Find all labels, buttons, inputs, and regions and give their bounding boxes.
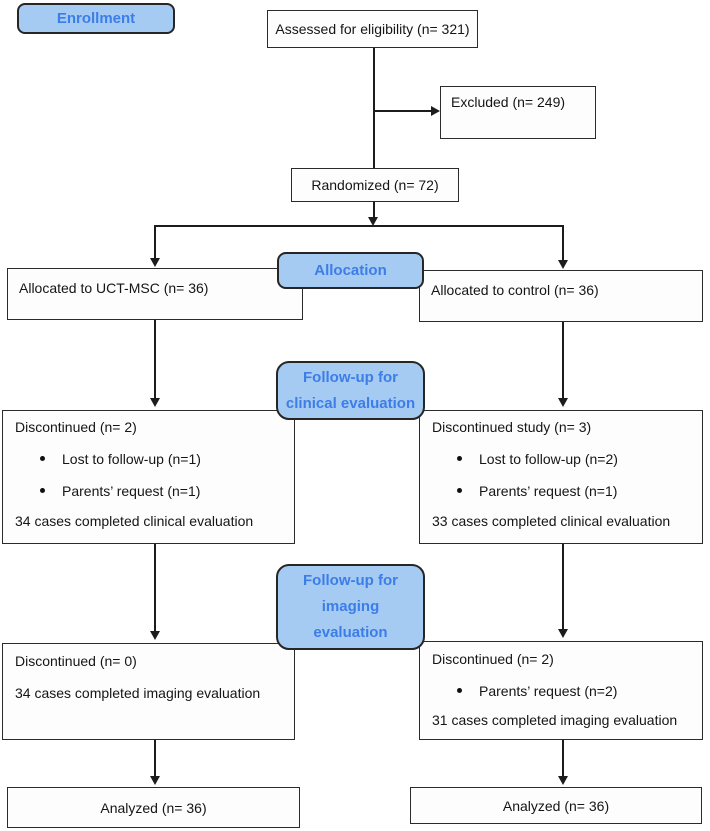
list-item: Parents’ request (n=1) <box>3 483 294 499</box>
clinical-control-bullet-1: Lost to follow-up (n=2) <box>479 451 618 467</box>
excluded-label: Excluded (n= 249) <box>451 94 566 110</box>
clinical-uct-msc-title: Discontinued (n= 2) <box>15 419 137 435</box>
randomized-box: Randomized (n= 72) <box>291 168 459 202</box>
analyzed-uct-msc-label: Analyzed (n= 36) <box>100 799 207 816</box>
stage-followup-imaging-line3: evaluation <box>313 624 388 641</box>
excluded-box: Excluded (n= 249) <box>440 86 596 139</box>
stage-followup-clinical-line2: clinical evaluation <box>285 394 416 412</box>
line-to-excluded <box>374 110 433 112</box>
arrowhead-imaging-right <box>558 629 568 638</box>
arrowhead-analyzed-right <box>558 776 568 785</box>
stage-followup-clinical-line1: Follow-up for <box>303 368 398 386</box>
line-branch-right <box>562 226 564 261</box>
allocated-uct-msc-label: Allocated to UCT-MSC (n= 36) <box>19 280 209 296</box>
line-clinical-to-imaging-right <box>562 544 564 630</box>
list-item: Lost to follow-up (n=2) <box>420 451 702 467</box>
assessed-label: Assessed for eligibility (n= 321) <box>275 21 470 37</box>
arrowhead-allocated-right <box>558 260 568 269</box>
clinical-uct-msc-footer: 34 cases completed clinical evaluation <box>15 513 254 529</box>
randomized-label: Randomized (n= 72) <box>311 177 439 193</box>
stage-enrollment: Enrollment <box>17 3 175 34</box>
bullet-icon <box>457 488 462 493</box>
clinical-control-footer: 33 cases completed clinical evaluation <box>432 513 671 529</box>
stage-followup-imaging-line1: Follow-up for <box>303 572 398 589</box>
assessed-box: Assessed for eligibility (n= 321) <box>267 10 478 48</box>
allocated-uct-msc-box: Allocated to UCT-MSC (n= 36) <box>7 268 303 320</box>
arrowhead-imaging-left <box>150 631 160 640</box>
arrowhead-allocated-left <box>150 258 160 267</box>
arrowhead-branch <box>368 217 378 226</box>
line-assessed-to-randomized <box>373 48 375 168</box>
line-randomized-down <box>373 202 375 218</box>
analyzed-control-box: Analyzed (n= 36) <box>410 787 702 824</box>
clinical-control-box: Discontinued study (n= 3) Lost to follow… <box>419 410 703 544</box>
line-allocated-to-clinical-right <box>562 322 564 399</box>
arrowhead-excluded <box>431 106 440 116</box>
arrowhead-analyzed-left <box>150 776 160 785</box>
list-item: Lost to follow-up (n=1) <box>3 451 294 467</box>
imaging-uct-msc-title: Discontinued (n= 0) <box>15 653 137 669</box>
list-item: Parents’ request (n=2) <box>420 683 702 699</box>
clinical-control-title: Discontinued study (n= 3) <box>432 419 592 435</box>
stage-allocation-label: Allocation <box>314 261 387 279</box>
list-item: Parents’ request (n=1) <box>420 483 702 499</box>
imaging-control-title: Discontinued (n= 2) <box>432 651 554 667</box>
clinical-uct-msc-bullet-1: Lost to follow-up (n=1) <box>62 451 201 467</box>
imaging-uct-msc-box: Discontinued (n= 0) 34 cases completed i… <box>2 643 295 740</box>
bullet-icon <box>457 688 462 693</box>
imaging-control-box: Discontinued (n= 2) Parents’ request (n=… <box>419 641 703 740</box>
allocated-control-label: Allocated to control (n= 36) <box>431 282 599 298</box>
line-imaging-to-analyzed-left <box>154 740 156 777</box>
imaging-control-footer: 31 cases completed imaging evaluation <box>432 712 678 728</box>
line-branch-left <box>154 226 156 259</box>
clinical-control-bullet-2: Parents’ request (n=1) <box>479 483 618 499</box>
stage-enrollment-label: Enrollment <box>56 9 136 27</box>
line-imaging-to-analyzed-right <box>562 740 564 777</box>
arrowhead-clinical-left <box>150 398 160 407</box>
analyzed-uct-msc-box: Analyzed (n= 36) <box>7 787 300 828</box>
clinical-uct-msc-box: Discontinued (n= 2) Lost to follow-up (n… <box>2 410 295 544</box>
imaging-control-bullet-1: Parents’ request (n=2) <box>479 683 618 699</box>
line-clinical-to-imaging-left <box>154 544 156 632</box>
allocated-control-box: Allocated to control (n= 36) <box>419 270 703 322</box>
line-allocated-to-clinical-left <box>154 320 156 399</box>
clinical-uct-msc-bullet-2: Parents’ request (n=1) <box>62 483 201 499</box>
stage-followup-imaging-line2: imaging <box>321 598 380 615</box>
bullet-icon <box>40 456 45 461</box>
stage-followup-clinical: Follow-up for clinical evaluation <box>276 361 425 420</box>
imaging-uct-msc-footer: 34 cases completed imaging evaluation <box>15 685 261 701</box>
stage-allocation: Allocation <box>277 252 424 289</box>
bullet-icon <box>40 488 45 493</box>
stage-followup-imaging: Follow-up for imaging evaluation <box>276 564 425 650</box>
arrowhead-clinical-right <box>558 398 568 407</box>
bullet-icon <box>457 456 462 461</box>
analyzed-control-label: Analyzed (n= 36) <box>502 797 610 814</box>
branch-line <box>154 225 564 227</box>
